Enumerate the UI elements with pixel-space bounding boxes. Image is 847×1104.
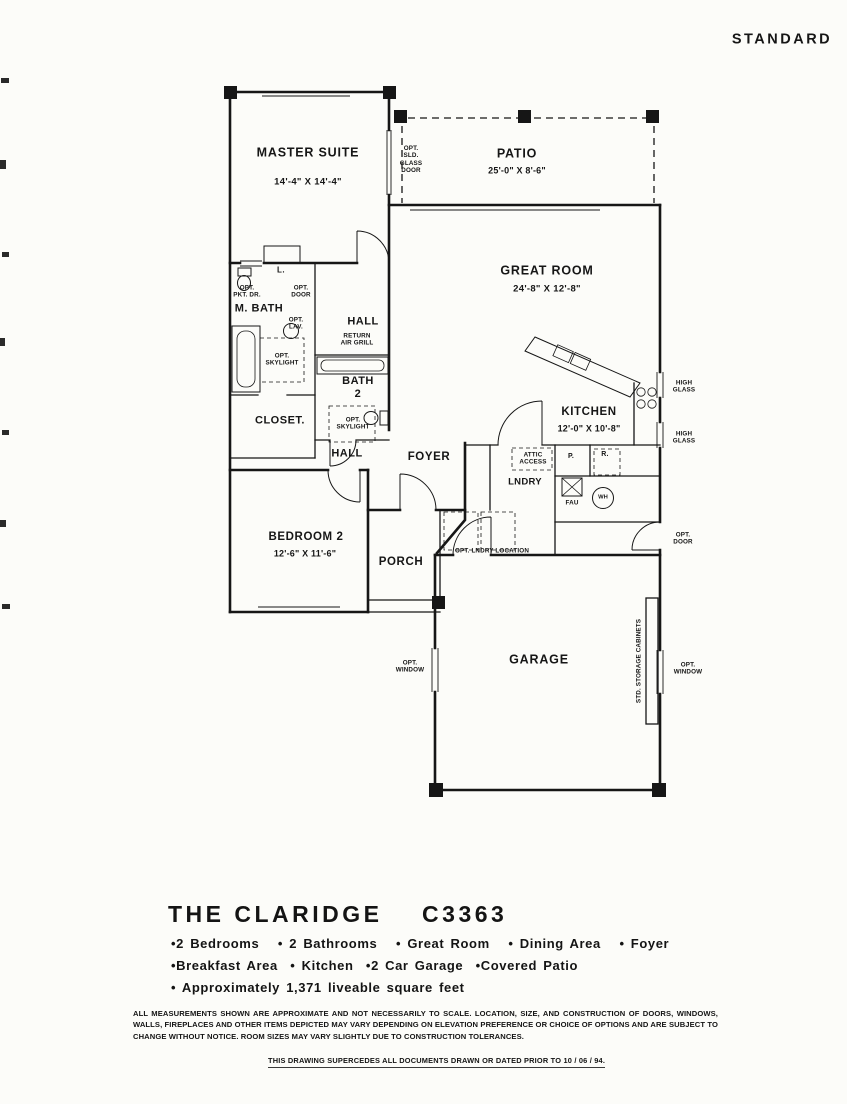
linen-label: L.	[277, 265, 285, 275]
hall-upper-label: HALL	[347, 315, 379, 328]
supersede-note: THIS DRAWING SUPERCEDES ALL DOCUMENTS DR…	[268, 1056, 606, 1068]
std-storage-cabinets-note: STD. STORAGE CABINETS	[635, 618, 643, 704]
door-swings	[327, 230, 661, 556]
porch-label: PORCH	[378, 556, 424, 569]
exterior-walls	[228, 90, 662, 792]
opt-sld-glass-door-note: OPT. SLD. GLASS DOOR	[399, 145, 423, 175]
bedroom-2-label: BEDROOM 2	[268, 531, 344, 544]
fau-label: FAU	[565, 499, 579, 507]
standard-tag: STANDARD	[731, 31, 833, 48]
bath-2-label: BATH 2	[342, 375, 374, 400]
refrigerator-label: R.	[601, 450, 609, 458]
interior-walls	[229, 262, 661, 725]
opt-lav-note: OPT. LAV.	[288, 316, 304, 331]
laundry-label: LNDRY	[508, 476, 542, 488]
features-line-1: •2 Bedrooms • 2 Bathrooms • Great Room •…	[171, 936, 670, 951]
opt-door-side-note: OPT. DOOR	[673, 531, 693, 546]
opt-door-master-note: OPT. DOOR	[291, 284, 311, 299]
bedroom-2-dims: 12'-6" X 11'-6"	[273, 548, 337, 559]
high-glass-lower-note: HIGH GLASS	[672, 430, 696, 445]
patio-label: PATIO	[496, 146, 538, 161]
features-line-3: • Approximately 1,371 liveable square fe…	[171, 980, 465, 995]
scan-artifacts	[0, 78, 10, 609]
closet-label: CLOSET.	[255, 414, 305, 427]
opt-window-left-note: OPT. WINDOW	[395, 659, 425, 674]
opt-lndry-location-note: OPT. LNDRY LOCATION	[454, 547, 530, 555]
plan-title: THE CLARIDGE C3363	[168, 901, 508, 927]
fixtures	[231, 245, 657, 509]
patio-dims: 25'-0" X 8'-6"	[488, 165, 546, 176]
master-suite-label: MASTER SUITE	[256, 145, 360, 160]
features-line-2: •Breakfast Area • Kitchen •2 Car Garage …	[171, 958, 578, 973]
return-air-grill-note: RETURN AIR GRILL	[340, 332, 374, 347]
kitchen-dims: 12'-0" X 10'-8"	[557, 423, 621, 434]
opt-skylight-bath2-note: OPT. SKYLIGHT	[336, 416, 370, 431]
master-bath-label: M. BATH	[234, 302, 284, 315]
garage-label: GARAGE	[509, 652, 569, 667]
disclaimer-text: ALL MEASUREMENTS SHOWN ARE APPROXIMATE A…	[133, 1009, 718, 1041]
master-suite-dims: 14'-4" X 14'-4"	[274, 176, 342, 188]
opt-pocket-door-note: OPT. PKT. DR.	[233, 284, 261, 299]
patio-dashed-outline	[401, 117, 655, 203]
kitchen-label: KITCHEN	[561, 406, 617, 419]
hall-lower-label: HALL	[331, 447, 363, 460]
attic-access-note: ATTIC ACCESS	[519, 451, 547, 466]
great-room-label: GREAT ROOM	[500, 263, 594, 278]
opt-skylight-mbath-note: OPT. SKYLIGHT	[265, 352, 299, 367]
water-heater-label: WH	[598, 494, 608, 501]
great-room-dims: 24'-8" X 12'-8"	[513, 283, 581, 295]
opt-window-right-note: OPT. WINDOW	[673, 661, 703, 676]
pantry-label: P.	[567, 452, 575, 460]
foyer-label: FOYER	[407, 451, 451, 464]
corner-posts	[224, 86, 666, 797]
window-glyphs	[240, 95, 664, 694]
high-glass-upper-note: HIGH GLASS	[672, 379, 696, 394]
